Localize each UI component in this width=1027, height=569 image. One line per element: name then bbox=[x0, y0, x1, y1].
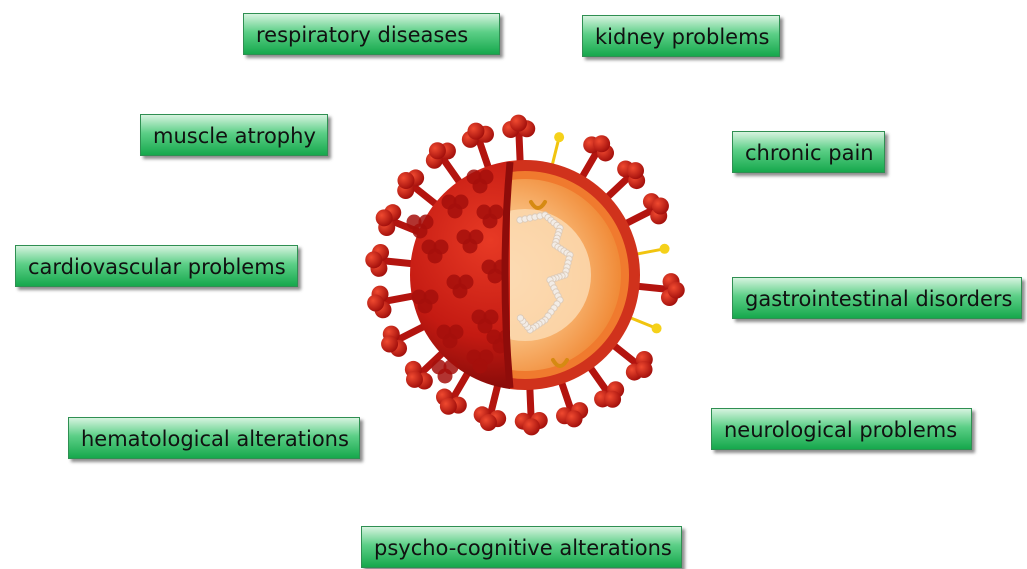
spike-tip bbox=[554, 132, 564, 142]
spike-head bbox=[429, 142, 446, 159]
spike-tip bbox=[652, 323, 662, 333]
spike-head bbox=[652, 197, 669, 214]
spike-head bbox=[467, 123, 484, 140]
spike-tip bbox=[660, 244, 670, 254]
spike-head bbox=[397, 172, 414, 189]
surface-blob bbox=[473, 359, 488, 374]
surface-blob bbox=[418, 299, 433, 314]
spike-head bbox=[367, 295, 384, 312]
spike-head bbox=[604, 391, 621, 408]
label-cardiovascular-problems: cardiovascular problems bbox=[15, 245, 298, 287]
label-psycho-cognitive-alterations: psycho-cognitive alterations bbox=[361, 526, 682, 568]
spike-head bbox=[636, 361, 653, 378]
spike-head bbox=[627, 162, 644, 179]
surface-blob bbox=[438, 369, 453, 384]
spike-head bbox=[593, 135, 610, 152]
spike-head bbox=[668, 282, 685, 299]
rna-bead bbox=[517, 315, 523, 321]
surface-blob bbox=[443, 334, 458, 349]
surface-blob bbox=[428, 249, 443, 264]
surface-blob bbox=[448, 204, 463, 219]
label-kidney-problems: kidney problems bbox=[582, 15, 780, 57]
spike-head bbox=[376, 209, 393, 226]
spike-head bbox=[510, 115, 527, 132]
spike-head bbox=[566, 410, 583, 427]
surface-blob bbox=[463, 239, 478, 254]
surface-blob bbox=[488, 269, 503, 284]
label-respiratory-diseases: respiratory diseases bbox=[243, 13, 500, 55]
label-chronic-pain: chronic pain bbox=[732, 131, 885, 173]
spike-head bbox=[406, 371, 423, 388]
surface-blob bbox=[483, 214, 498, 229]
coronavirus-cross-section-icon bbox=[360, 110, 690, 440]
spike-head bbox=[440, 398, 457, 415]
spike-head bbox=[523, 418, 540, 435]
surface-blob bbox=[453, 284, 468, 299]
surface-blob bbox=[413, 224, 428, 239]
spike-head bbox=[381, 336, 398, 353]
spike-head bbox=[365, 251, 382, 268]
label-neurological-problems: neurological problems bbox=[711, 408, 972, 450]
label-hematological-alterations: hematological alterations bbox=[68, 417, 360, 459]
label-muscle-atrophy: muscle atrophy bbox=[140, 114, 328, 156]
spike-head bbox=[480, 414, 497, 431]
label-gastrointestinal-disorders: gastrointestinal disorders bbox=[732, 277, 1022, 319]
surface-blob bbox=[473, 179, 488, 194]
